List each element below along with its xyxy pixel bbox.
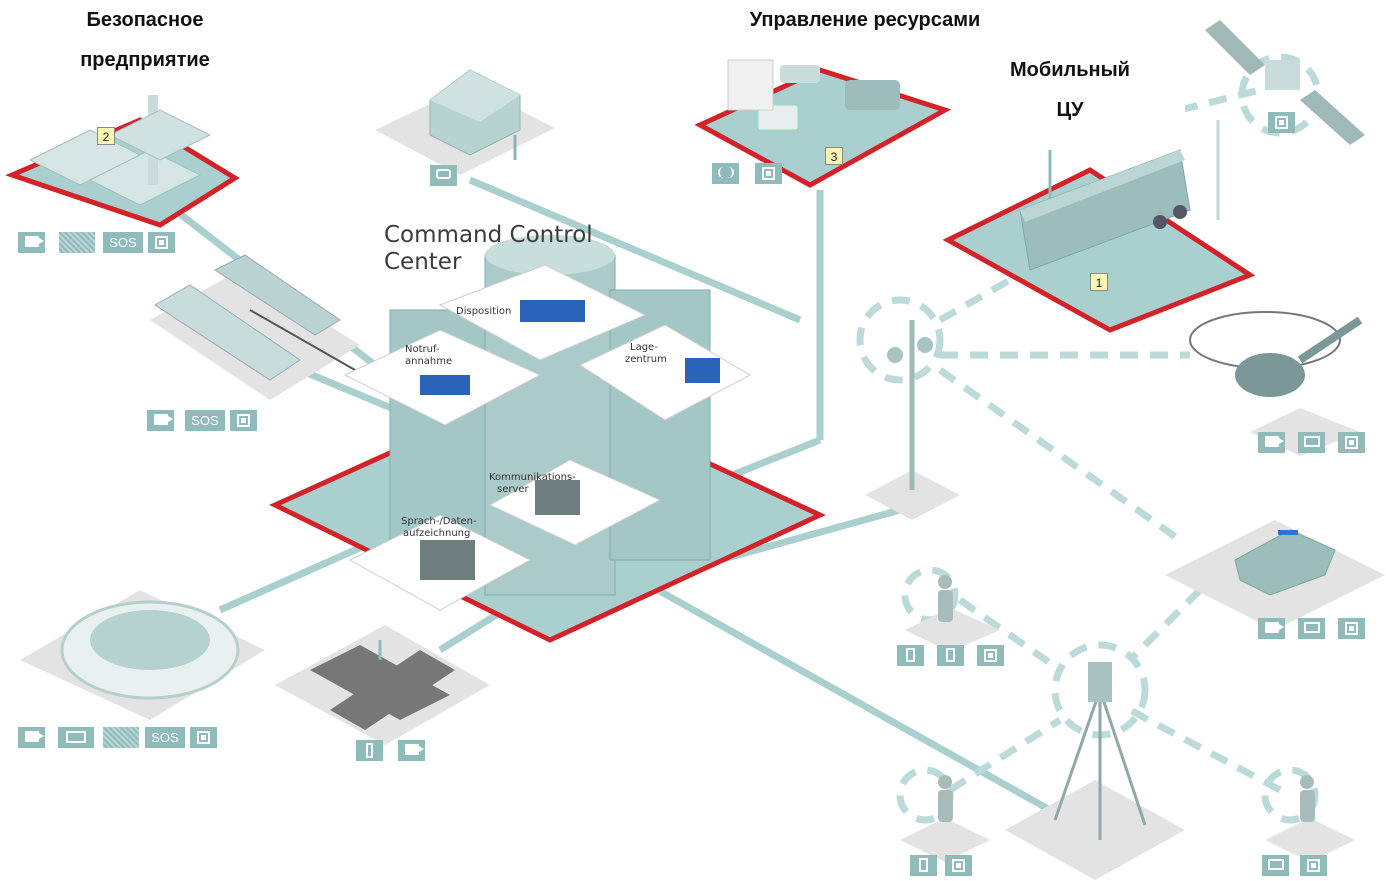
helicopter [1189, 311, 1363, 397]
screen-icon [58, 727, 94, 748]
camera-icon [18, 727, 45, 748]
link-resources-2 [718, 436, 822, 484]
target-icon [755, 163, 782, 184]
center-title: Command Control Center [384, 222, 593, 276]
person2-body [938, 790, 953, 822]
phone-icon [897, 645, 924, 666]
noise-sensor-icon [103, 727, 139, 748]
camera-icon [1258, 432, 1285, 453]
badge-2[interactable]: 2 [97, 127, 115, 145]
label-mobile-cc-text: Мобильный ЦУ [1010, 59, 1130, 121]
tile-cell [1005, 780, 1185, 880]
tile-person3 [1265, 818, 1355, 862]
center-title-line1: Command Control [384, 222, 593, 248]
target-icon [148, 232, 175, 253]
wl-person3 [1128, 706, 1282, 794]
camera-icon [1258, 618, 1285, 639]
crossing [310, 640, 455, 730]
room-label-notruf-2: annahme [405, 356, 452, 367]
center-title-line2: Center [384, 249, 462, 275]
person3-head [1300, 775, 1314, 789]
label-mobile-cc: Мобильный ЦУ [955, 50, 1185, 146]
traffic-light-icon [356, 740, 383, 761]
target-icon [945, 855, 972, 876]
house [429, 69, 521, 160]
wl-person1 [957, 597, 1063, 673]
sos-icon: SOS [145, 727, 185, 748]
target-icon [1338, 432, 1365, 453]
label-resource-management: Управление ресурсами [700, 2, 1030, 38]
person1-head [938, 575, 952, 589]
target-icon [230, 410, 257, 431]
target-icon [977, 645, 1004, 666]
cell-tower [1053, 662, 1147, 840]
handset-icon [937, 645, 964, 666]
label-secure-enterprise: Безопасное предприятие [30, 0, 260, 80]
label-secure-enterprise-text: Безопасное предприятие [80, 9, 210, 71]
room-label-disposition: Disposition [456, 306, 511, 317]
laptop-icon [1298, 618, 1325, 639]
satellite [1205, 20, 1365, 145]
wl-satellite [1179, 86, 1261, 114]
notruf-screens [420, 375, 470, 395]
sprach-recorder [420, 540, 475, 580]
target-icon [190, 727, 217, 748]
disposition-video-wall [520, 300, 585, 322]
tile-tower [865, 470, 960, 520]
room-equipment [420, 300, 720, 580]
wl-car [937, 367, 1183, 543]
camera-icon [398, 740, 425, 761]
badge-1[interactable]: 1 [1090, 273, 1108, 291]
room-label-komm-1: Kommunikations- [489, 472, 576, 483]
person2-head [938, 775, 952, 789]
resource-vehicles [727, 59, 900, 131]
tablet-icon [910, 855, 937, 876]
room-label-lage-2: zentrum [625, 354, 667, 365]
room-label-notruf-1: Notruf- [405, 344, 440, 355]
room-labels: Disposition Notruf- annahme Lage- zentru… [401, 306, 667, 539]
laptop-icon [1298, 432, 1325, 453]
radio-icon [712, 163, 739, 184]
link-cell [638, 576, 1052, 814]
room-label-komm-2: server [497, 484, 530, 495]
persons [938, 575, 1315, 822]
laptop-icon [1262, 855, 1289, 876]
mobile-bus [1019, 120, 1220, 271]
room-label-sprach-2: aufzeichnung [403, 528, 470, 539]
person1-body [938, 590, 953, 622]
link-tower [719, 506, 901, 564]
room-label-lage-1: Lage- [630, 342, 658, 353]
railway [154, 254, 356, 381]
target-icon [1268, 112, 1295, 133]
target-icon [1338, 618, 1365, 639]
target-icon [1300, 855, 1327, 876]
camera-icon [18, 232, 45, 253]
tile-person1 [905, 608, 1000, 652]
tile-person2 [900, 818, 990, 862]
radio-tower [887, 320, 933, 490]
tower-ring [856, 296, 944, 384]
komm-server [535, 480, 580, 515]
person3-body [1300, 790, 1315, 822]
noise-sensor-icon [59, 232, 95, 253]
camera-icon [147, 410, 174, 431]
police-car [1234, 529, 1336, 596]
wl-person2 [948, 717, 1062, 793]
badge-3[interactable]: 3 [825, 147, 843, 165]
stadium [60, 600, 240, 700]
lage-screens [685, 358, 720, 383]
sos-icon: SOS [103, 232, 143, 253]
link-house [468, 176, 802, 324]
telephone-icon [430, 165, 457, 186]
room-lage [578, 324, 752, 421]
wl-car-cell [1127, 587, 1203, 663]
room-label-sprach-1: Sprach-/Daten- [401, 516, 477, 527]
sos-icon: SOS [185, 410, 225, 431]
